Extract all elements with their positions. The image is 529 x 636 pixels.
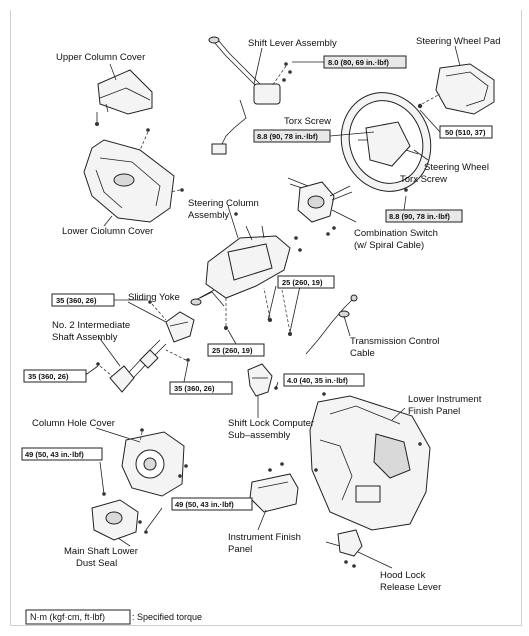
label-steering-wheel: Steering Wheel: [424, 162, 489, 173]
svg-text:8.8 (90, 78 in.·lbf): 8.8 (90, 78 in.·lbf): [257, 132, 318, 141]
svg-text:50 (510, 37): 50 (510, 37): [445, 128, 486, 137]
label-hood-lock-2: Release Lever: [380, 582, 441, 593]
label-dust-seal-2: Dust Seal: [76, 558, 117, 569]
label-no2-shaft-1: No. 2 Intermediate: [52, 320, 130, 331]
torque-box-shaft-right: 35 (360, 26): [169, 381, 233, 395]
torque-box-shaft-left: 35 (360, 26): [23, 369, 87, 383]
label-torx-screw-2: Torx Screw: [400, 174, 447, 185]
column-hole-cover-part: [121, 428, 188, 497]
leader-lines: [83, 45, 461, 569]
torque-box-hole-cover-right: 49 (50, 43 in.·lbf): [171, 497, 253, 511]
label-shift-lever-assembly: Shift Lever Assembly: [248, 38, 337, 49]
shift-lock-computer-part: [247, 363, 278, 397]
legend-unit: N·m (kgf·cm, ft·lbf): [30, 612, 105, 622]
svg-text:25 (260, 19): 25 (260, 19): [282, 278, 323, 287]
svg-text:8.8 (90, 78 in.·lbf): 8.8 (90, 78 in.·lbf): [389, 212, 450, 221]
hood-lock-lever-part: [325, 529, 363, 568]
label-no2-shaft-2: Shaft Assembly: [52, 332, 118, 343]
label-sliding-yoke: Sliding Yoke: [128, 292, 180, 303]
legend-description: : Specified torque: [132, 612, 202, 622]
svg-text:35 (360, 26): 35 (360, 26): [56, 296, 97, 305]
label-shift-lock-1: Shift Lock Computer: [228, 418, 314, 429]
instrument-finish-panel-part: [249, 462, 299, 513]
svg-text:35 (360, 26): 35 (360, 26): [28, 372, 69, 381]
svg-text:49 (50, 43 in.·lbf): 49 (50, 43 in.·lbf): [25, 450, 84, 459]
dust-seal-part: [91, 492, 148, 541]
diagram-frame: [10, 10, 522, 626]
label-steering-wheel-pad: Steering Wheel Pad: [416, 36, 501, 47]
label-lower-instrument-panel-2: Finish Panel: [408, 406, 460, 417]
label-lower-instrument-panel-1: Lower Instrument: [408, 394, 482, 405]
shift-lever-part: [208, 36, 292, 155]
label-dust-seal-1: Main Shaft Lower: [64, 546, 138, 557]
label-upper-column-cover: Upper Column Cover: [56, 52, 145, 63]
svg-text:25 (260, 19): 25 (260, 19): [212, 346, 253, 355]
torque-box-hole-cover-left: 49 (50, 43 in.·lbf): [21, 447, 103, 461]
sliding-yoke-part: [148, 300, 195, 343]
torque-box-torx-lower: 8.8 (90, 78 in.·lbf): [385, 209, 463, 223]
label-torx-screw-1: Torx Screw: [284, 116, 331, 127]
svg-text:49 (50, 43 in.·lbf): 49 (50, 43 in.·lbf): [175, 500, 234, 509]
torque-box-column-mount-2: 25 (260, 19): [207, 343, 265, 357]
torque-box-shift-lock: 4.0 (40, 35 in.·lbf): [283, 373, 365, 387]
torque-box-torx-upper: 8.8 (90, 78 in.·lbf): [253, 129, 331, 143]
intermediate-shaft-part: [96, 339, 190, 393]
label-combination-switch-2: (w/ Spiral Cable): [354, 240, 424, 251]
label-lower-column-cover: Lower Ciolumn Cover: [62, 226, 153, 237]
label-shift-lock-2: Sub–assembly: [228, 430, 291, 441]
label-instrument-finish-1: Instrument Finish: [228, 532, 301, 543]
svg-text:4.0 (40, 35 in.·lbf): 4.0 (40, 35 in.·lbf): [287, 376, 348, 385]
combination-switch-part: [287, 177, 353, 236]
upper-column-cover-part: [95, 69, 153, 126]
steering-wheel-part: [340, 92, 432, 192]
torque-box-wheel-pad: 50 (510, 37): [439, 125, 493, 139]
svg-text:35 (360, 26): 35 (360, 26): [174, 384, 215, 393]
steering-wheel-pad-part: [417, 63, 495, 115]
torque-box-shift-lever: 8.0 (80, 69 in.·lbf): [323, 55, 407, 69]
lower-instrument-panel-part: [309, 392, 431, 531]
steering-column-part: [190, 212, 302, 307]
column-mount-bolts: [224, 287, 292, 336]
torque-box-column-mount-1: 25 (260, 19): [277, 275, 335, 289]
label-steering-column-1: Steering Column: [188, 198, 259, 209]
label-hood-lock-1: Hood Lock: [380, 570, 426, 581]
torque-legend: N·m (kgf·cm, ft·lbf) : Specified torque: [25, 609, 202, 625]
label-instrument-finish-2: Panel: [228, 544, 252, 555]
label-transmission-cable-1: Transmission Control: [350, 336, 439, 347]
torque-box-sliding-yoke: 35 (360, 26): [51, 293, 115, 307]
label-steering-column-2: Assembly: [188, 210, 229, 221]
svg-text:8.0 (80, 69 in.·lbf): 8.0 (80, 69 in.·lbf): [328, 58, 389, 67]
label-transmission-cable-2: Cable: [350, 348, 375, 359]
label-combination-switch-1: Combination Switch: [354, 228, 438, 239]
lower-column-cover-part: [83, 128, 184, 223]
label-column-hole-cover: Column Hole Cover: [32, 418, 115, 429]
